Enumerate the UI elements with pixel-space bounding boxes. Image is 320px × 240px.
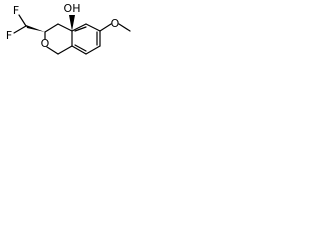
bond-c5-c6 [85,23,101,32]
bond-o-methoxy-ch3 [118,23,131,32]
label-f-top: F [13,4,19,17]
label-oh: OH [64,2,81,15]
bond-f-bottom-to-chf2 [13,25,27,34]
label-o-ring: O [41,37,50,50]
bond-layer [13,14,131,55]
bond-c8a-o1 [46,46,59,55]
bond-c4a-c5 [71,23,87,32]
bond-c4a-c8a [57,45,73,55]
bond-c8-c8a [71,45,87,55]
aromatic-inner-1 [74,26,87,32]
label-o-methoxy: O [111,17,120,30]
wedge-bond-oh [69,15,75,31]
wedge-bond-chf2 [26,25,45,32]
label-f-bottom: F [6,29,12,42]
molecule-structure: OH F F O O [6,2,131,55]
bond-f-top-to-chf2 [18,14,27,27]
bond-c6-o-methoxy [99,23,112,32]
label-layer: OH F F O O [6,2,120,50]
bond-c2-c3 [44,23,59,33]
molecule-canvas: OH F F O O [0,0,135,78]
bond-c3-c4 [57,23,73,32]
bond-c7-c8 [85,45,101,55]
aromatic-inner-3 [74,44,87,52]
